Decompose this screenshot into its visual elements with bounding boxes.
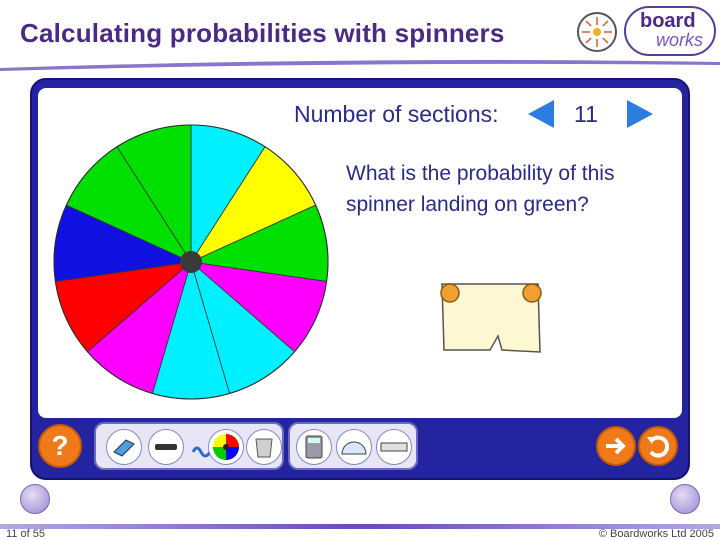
squiggle-icon[interactable]	[190, 440, 214, 464]
ruler-icon[interactable]	[376, 429, 412, 465]
bin-icon[interactable]	[246, 429, 282, 465]
pin-icon	[440, 283, 460, 303]
footer-divider	[0, 524, 720, 529]
eraser-icon[interactable]	[106, 429, 142, 465]
sections-label: Number of sections:	[294, 101, 499, 127]
logo-text-works: works	[656, 30, 704, 50]
pin-icon	[522, 283, 542, 303]
copyright-text: © Boardworks Ltd 2005	[598, 528, 714, 540]
tool-group-drawing	[94, 422, 284, 470]
sections-value: 11	[574, 101, 598, 127]
header-divider	[0, 60, 720, 71]
logo-text-board: board	[640, 10, 696, 32]
calculator-icon[interactable]	[296, 429, 332, 465]
question-text: What is the probability of this spinner …	[346, 162, 615, 216]
spinner-hub	[180, 251, 202, 273]
bulb-logo-icon	[577, 12, 617, 52]
answer-note[interactable]	[430, 278, 560, 364]
next-button[interactable]	[596, 426, 636, 466]
pen-icon[interactable]	[148, 429, 184, 465]
increase-sections-button[interactable]	[627, 100, 653, 128]
help-button[interactable]: ?	[38, 424, 82, 468]
decrease-sections-button[interactable]	[528, 100, 554, 128]
previous-slide-button[interactable]	[20, 484, 50, 514]
spinner[interactable]	[52, 123, 332, 403]
next-slide-button[interactable]	[670, 484, 700, 514]
slide-number: 11 of 55	[6, 528, 45, 540]
reset-button[interactable]	[638, 426, 678, 466]
spinner-icon[interactable]	[208, 429, 244, 465]
protractor-icon[interactable]	[336, 429, 372, 465]
boardworks-logo: board works	[624, 6, 716, 56]
page-title: Calculating probabilities with spinners	[20, 18, 505, 48]
tool-group-measure	[288, 422, 418, 470]
